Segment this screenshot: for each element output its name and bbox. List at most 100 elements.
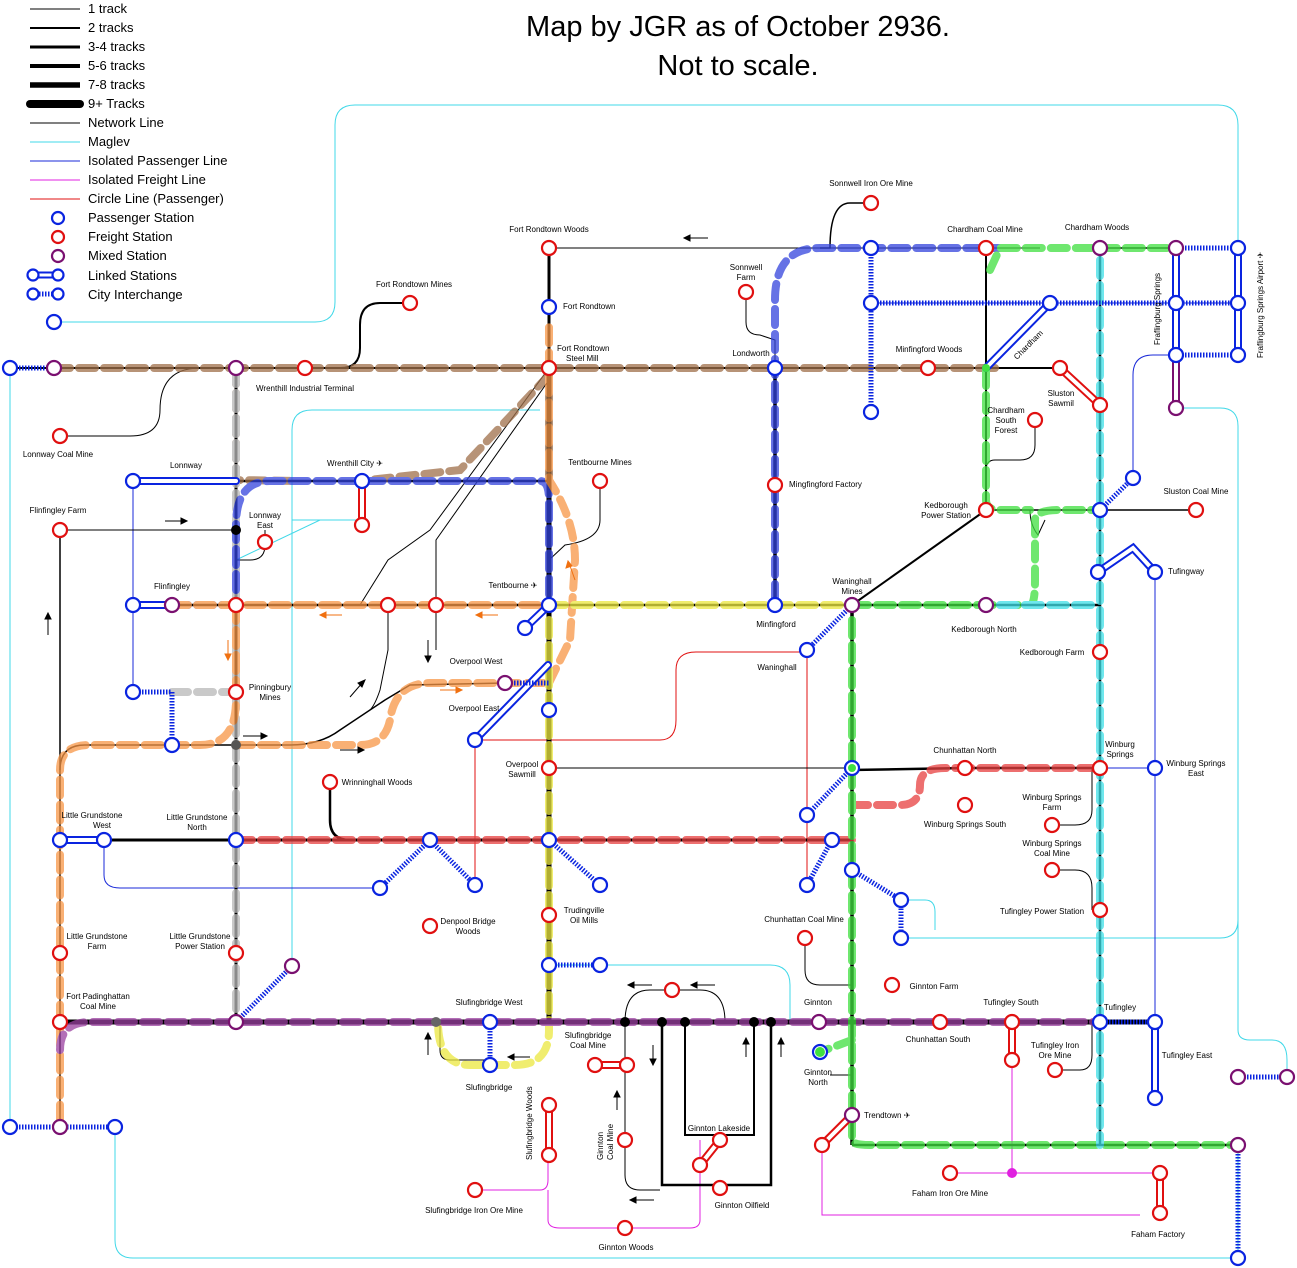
station-label-line-1: Fort Rondtown (557, 344, 609, 353)
freight-station-marker (466, 1181, 484, 1199)
passenger-station-marker (124, 683, 142, 701)
freight-station-marker (227, 596, 245, 614)
station-label: Waninghall (757, 663, 797, 672)
freight-station-marker (691, 1156, 709, 1174)
freight-station-marker (956, 796, 974, 814)
maglev-lines (9, 104, 1288, 1259)
station-label: Trendtown ✈ (864, 1111, 911, 1120)
freight-station-marker (51, 521, 69, 539)
station-label: Chunhattan North (933, 746, 996, 755)
mixed-station-marker (810, 1013, 828, 1031)
legend-label: Maglev (88, 134, 130, 149)
passenger-station-marker (45, 313, 63, 331)
junction-dot (231, 525, 241, 535)
station-labels: Fort Rondtown Woods Fort Rondtown Fort R… (23, 179, 1265, 1252)
passenger-station-marker (591, 956, 609, 974)
station-label: Ginnton Woods (599, 1243, 654, 1252)
map-title-line-2: Not to scale. (657, 50, 818, 82)
freight-station-marker (540, 1146, 558, 1164)
legend-label: 1 track (88, 1, 128, 16)
passenger-station-marker (1089, 563, 1107, 581)
mixed-station-marker (227, 359, 245, 377)
station-label-line-1: Tufingley Iron (1031, 1041, 1079, 1050)
passenger-station-marker (51, 831, 69, 849)
passenger-station-marker (798, 876, 816, 894)
junction-dot (749, 1017, 759, 1027)
legend-label: Isolated Passenger Line (88, 153, 227, 168)
passenger-station-marker (1229, 346, 1247, 364)
passenger-station-marker (1146, 1013, 1164, 1031)
freight-station-marker (227, 683, 245, 701)
freight-station-marker (956, 759, 974, 777)
passenger-station-marker (540, 956, 558, 974)
freight-station-marker (586, 1056, 604, 1074)
station-label-line-2: Power Station (921, 511, 971, 520)
passenger-station-marker (591, 876, 609, 894)
mixed-station-marker (1278, 1068, 1296, 1086)
mixed-station-marker (496, 674, 514, 692)
passenger-station-marker (798, 806, 816, 824)
mixed-station-marker (1229, 1068, 1247, 1086)
station-label: Chunhattan Coal Mine (764, 915, 844, 924)
freight-station-marker (766, 476, 784, 494)
legend-label: Circle Line (Passenger) (88, 191, 224, 206)
freight-station-marker (931, 1013, 949, 1031)
freight-station-marker (1091, 759, 1109, 777)
station-label: Tufingley East (1162, 1051, 1213, 1060)
passenger-station-marker (766, 359, 784, 377)
station-label: Fort Rondtown Woods (509, 225, 588, 234)
station-markers (1, 194, 1296, 1267)
legend-label: Linked Stations (88, 268, 177, 283)
junction-dot (620, 1017, 630, 1027)
legend-label: Isolated Freight Line (88, 172, 206, 187)
station-label-line-2: East (1188, 769, 1205, 778)
mixed-station-marker (977, 596, 995, 614)
station-label-line-1: Trudingville (564, 906, 605, 915)
passenger-station-marker (466, 731, 484, 749)
station-label-line-1: Lonnway (249, 511, 281, 520)
freight-station-marker (321, 773, 339, 791)
passenger-station-marker (95, 831, 113, 849)
station-label: Mingfingford Factory (789, 480, 862, 489)
station-label-line-1: Winburg Springs (1166, 759, 1225, 768)
station-label-line-1: Little Grundstone (170, 932, 231, 941)
station-label-line-2: North (808, 1078, 828, 1087)
legend-label: City Interchange (88, 287, 183, 302)
station-label-line-1: Denpool Bridge (440, 917, 496, 926)
station-label-line-1: Winburg Springs (1022, 793, 1081, 802)
station-label-line-1: Winburg Springs (1022, 839, 1081, 848)
legend-passenger-station-icon (50, 210, 66, 226)
junction-dot (848, 764, 856, 772)
passenger-station-marker (540, 701, 558, 719)
station-label-line-2: Steel Mill (566, 354, 599, 363)
freight-station-marker (1187, 501, 1205, 519)
station-label: Kedborough North (951, 625, 1016, 634)
station-label: Lonnway (170, 461, 202, 470)
freight-station-marker (616, 1219, 634, 1237)
station-label: Slufingbridge West (456, 998, 524, 1007)
passenger-station-marker (862, 403, 880, 421)
passenger-station-marker (798, 641, 816, 659)
station-label-line-2: West (93, 821, 112, 830)
station-label: Slufingbridge Iron Ore Mine (425, 1206, 523, 1215)
freight-station-marker (977, 239, 995, 257)
station-label: Ginnton (804, 998, 832, 1007)
direction-arrows (44, 234, 785, 1204)
station-label-line-2: Springs (1106, 750, 1133, 759)
freight-station-marker (977, 501, 995, 519)
station-label: Sluston Coal Mine (1164, 487, 1229, 496)
mixed-station-marker (163, 596, 181, 614)
station-label-line-1: Sonnwell (730, 263, 763, 272)
freight-station-marker (663, 981, 681, 999)
station-label: Fraflingburg Springs (1153, 273, 1162, 345)
passenger-station-marker (843, 861, 861, 879)
junction-dot (231, 740, 241, 750)
station-label-line-2: Coal Mine (570, 1041, 607, 1050)
station-label-line-2: Coal Mine (1034, 849, 1071, 858)
freight-station-marker (813, 1136, 831, 1154)
station-label-line-2: East (257, 521, 274, 530)
freight-station-marker (1091, 643, 1109, 661)
mixed-station-marker (1167, 239, 1185, 257)
passenger-station-marker (892, 929, 910, 947)
junction-dot (657, 1017, 667, 1027)
